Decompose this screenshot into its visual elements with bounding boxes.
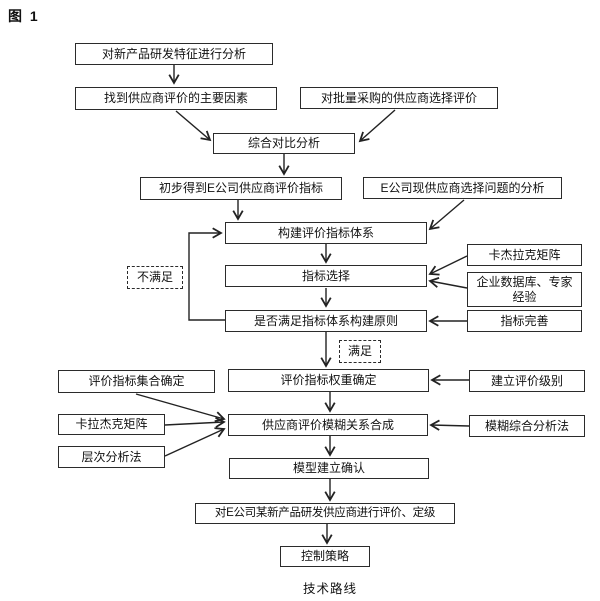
arrow-batch-to-comparison (358, 109, 396, 143)
figure-caption: 技术路线 (302, 582, 357, 596)
node-analyze-rd-features: 对新产品研发特征进行分析 (75, 43, 273, 65)
label-not-satisfied: 不满足 (127, 266, 183, 289)
node-comprehensive-comparison: 综合对比分析 (213, 133, 355, 154)
figure-label: 图 1 (8, 8, 40, 24)
node-indicator-selection: 指标选择 (225, 265, 427, 287)
node-main-factors: 找到供应商评价的主要因素 (75, 87, 277, 110)
node-ahp-method: 层次分析法 (58, 446, 165, 468)
node-fuzzy-synthesis: 供应商评价模糊关系合成 (228, 414, 428, 436)
node-model-confirm: 模型建立确认 (229, 458, 429, 479)
arrow-ahp-to-synthesis (164, 427, 226, 457)
arrow-problems-to-build (428, 199, 465, 231)
node-initial-indicators: 初步得到E公司供应商评价指标 (140, 177, 342, 200)
arrow-indicatorset-to-synthesis (135, 393, 226, 423)
node-indicator-set-determine: 评价指标集合确定 (58, 370, 215, 393)
node-current-supplier-problems: E公司现供应商选择问题的分析 (363, 177, 562, 199)
node-kajielake-matrix: 卡杰拉克矩阵 (467, 244, 582, 266)
node-satisfy-principles: 是否满足指标体系构建原则 (225, 310, 427, 332)
node-build-eval-level: 建立评价级别 (469, 370, 585, 392)
arrow-database-to-selection (428, 277, 468, 289)
node-fuzzy-analysis-method: 模糊综合分析法 (469, 415, 585, 437)
node-indicator-improve: 指标完善 (467, 310, 582, 332)
arrow-feedback-not-satisfied (188, 227, 225, 321)
arrow-factors-to-comparison (175, 110, 212, 142)
node-enterprise-db-experts: 企业数据库、专家经验 (467, 272, 582, 307)
node-weight-determine: 评价指标权重确定 (228, 369, 429, 392)
arrow-fuzzymethod-to-synthesis (429, 419, 470, 431)
node-batch-purchase-eval: 对批量采购的供应商选择评价 (300, 87, 498, 109)
arrow-kalajieke-to-synthesis (164, 416, 226, 428)
node-build-indicator-system: 构建评价指标体系 (225, 222, 427, 244)
arrow-kajielake-to-selection (428, 255, 468, 276)
node-evaluate-and-grade: 对E公司某新产品研发供应商进行评价、定级 (195, 503, 455, 524)
node-kalajieke-matrix: 卡拉杰克矩阵 (58, 414, 165, 435)
label-satisfied: 满足 (339, 340, 381, 363)
node-control-strategy: 控制策略 (280, 546, 370, 567)
